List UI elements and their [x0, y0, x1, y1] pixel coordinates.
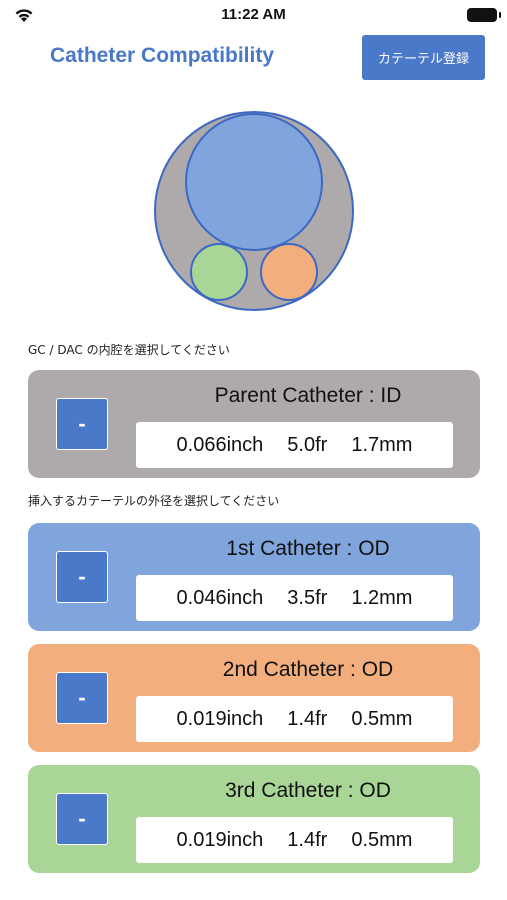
wifi-icon [15, 9, 33, 22]
parent-mm-value: 1.7mm [351, 433, 413, 456]
first-fr-value: 3.5fr [287, 586, 328, 609]
second-catheter-title: 2nd Catheter : OD [222, 658, 394, 681]
status-bar: 11:22 AM [0, 0, 507, 30]
first-mm-value: 1.2mm [351, 586, 413, 609]
register-catheter-button[interactable]: カテーテル登録 [362, 35, 485, 80]
gc-section-label: GC / DAC の内腔を選択してください [28, 343, 230, 357]
parent-catheter-title: Parent Catheter : ID [214, 384, 402, 407]
second-inch-value: 0.019inch [176, 707, 264, 730]
second-catheter-card: - 2nd Catheter : OD 0.019inch 1.4fr 0.5m… [28, 644, 480, 752]
page-title: Catheter Compatibility [50, 44, 275, 67]
first-catheter-value[interactable]: 0.046inch 3.5fr 1.2mm [136, 575, 453, 621]
battery-icon [467, 8, 501, 22]
insert-section-label: 挿入するカテーテルの外径を選択してください [28, 494, 280, 508]
third-catheter-title: 3rd Catheter : OD [225, 779, 391, 802]
parent-inch-value: 0.066inch [176, 433, 264, 456]
second-fr-value: 1.4fr [287, 707, 328, 730]
compatibility-diagram [154, 111, 354, 311]
third-minus-button[interactable]: - [56, 793, 108, 845]
third-catheter-card: - 3rd Catheter : OD 0.019inch 1.4fr 0.5m… [28, 765, 480, 873]
third-mm-value: 0.5mm [351, 828, 413, 851]
second-catheter-value[interactable]: 0.019inch 1.4fr 0.5mm [136, 696, 453, 742]
first-catheter-card: - 1st Catheter : OD 0.046inch 3.5fr 1.2m… [28, 523, 480, 631]
first-minus-button[interactable]: - [56, 551, 108, 603]
first-catheter-circle [185, 113, 323, 251]
parent-catheter-value[interactable]: 0.066inch 5.0fr 1.7mm [136, 422, 453, 468]
parent-fr-value: 5.0fr [287, 433, 328, 456]
second-mm-value: 0.5mm [351, 707, 413, 730]
third-catheter-value[interactable]: 0.019inch 1.4fr 0.5mm [136, 817, 453, 863]
first-inch-value: 0.046inch [176, 586, 264, 609]
third-catheter-circle [190, 243, 248, 301]
third-fr-value: 1.4fr [287, 828, 328, 851]
first-catheter-title: 1st Catheter : OD [226, 537, 390, 560]
parent-catheter-card: - Parent Catheter : ID 0.066inch 5.0fr 1… [28, 370, 480, 478]
second-catheter-circle [260, 243, 318, 301]
third-inch-value: 0.019inch [176, 828, 264, 851]
status-time: 11:22 AM [221, 6, 286, 23]
parent-minus-button[interactable]: - [56, 398, 108, 450]
second-minus-button[interactable]: - [56, 672, 108, 724]
